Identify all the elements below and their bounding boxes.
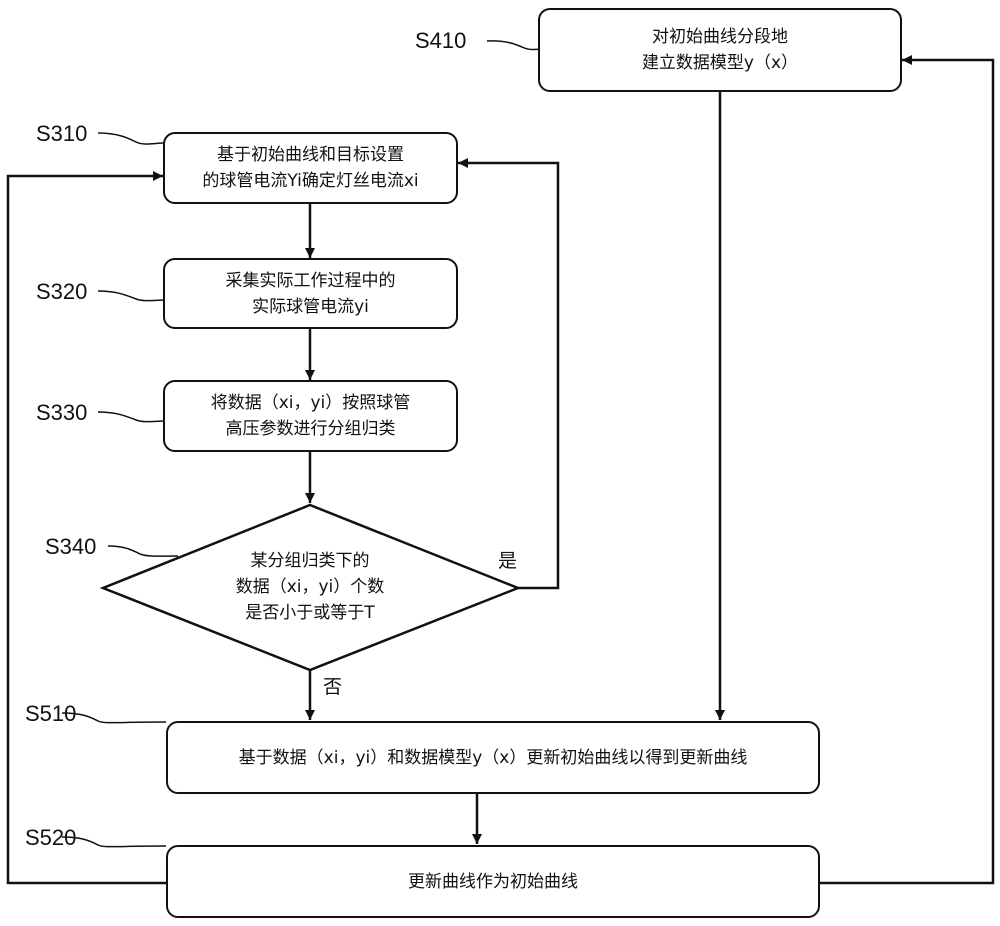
step-label-s330: S330 (36, 400, 88, 425)
s510-line-1: 基于数据（xi，yi）和数据模型y（x）更新初始曲线以得到更新曲线 (238, 747, 748, 768)
leader-s330 (97, 411, 165, 423)
step-label-s340: S340 (45, 534, 97, 559)
process-box-s310: 基于初始曲线和目标设置 的球管电流Yi确定灯丝电流xi (163, 132, 458, 204)
s310-line-2: 的球管电流Yi确定灯丝电流xi (202, 171, 419, 191)
process-box-s520: 更新曲线作为初始曲线 (166, 845, 820, 918)
leader-s510 (61, 712, 167, 724)
decision-no-label: 否 (323, 676, 343, 698)
arrow-s520-to-s410 (820, 55, 995, 885)
leader-s410 (486, 40, 541, 51)
leader-s340 (107, 545, 179, 557)
arrow-s520-to-s310 (6, 171, 166, 885)
s310-line-1: 基于初始曲线和目标设置 (217, 145, 404, 165)
decision-yes-label: 是 (498, 550, 518, 572)
s320-line-2: 实际球管电流yi (252, 296, 369, 317)
decision-diamond-s340 (99, 503, 522, 672)
step-label-s520: S520 (25, 825, 77, 850)
process-box-s410: 对初始曲线分段地 建立数据模型y（x） (538, 8, 902, 92)
leader-s320 (97, 290, 165, 302)
s520-line-1: 更新曲线作为初始曲线 (408, 871, 578, 892)
s410-line-1: 对初始曲线分段地 (652, 27, 788, 47)
s330-line-1: 将数据（xi，yi）按照球管 (210, 393, 411, 413)
step-label-s510: S510 (25, 701, 77, 726)
s410-line-2: 建立数据模型y（x） (641, 53, 799, 73)
step-label-s410: S410 (415, 28, 467, 53)
leader-s520 (61, 836, 167, 848)
s340-line-1: 某分组归类下的 (250, 551, 370, 571)
s340-line-2: 数据（xi，yi）个数 (235, 577, 385, 597)
step-label-s320: S320 (36, 279, 88, 304)
decision-text-s340: 某分组归类下的 数据（xi，yi）个数 是否小于或等于T (190, 548, 430, 626)
process-box-s510: 基于数据（xi，yi）和数据模型y（x）更新初始曲线以得到更新曲线 (166, 721, 820, 794)
s320-line-1: 采集实际工作过程中的 (225, 270, 396, 291)
leader-s310 (97, 132, 165, 145)
step-label-s310: S310 (36, 121, 88, 146)
process-box-s330: 将数据（xi，yi）按照球管 高压参数进行分组归类 (163, 380, 458, 452)
arrow-s340-yes-to-s310 (458, 158, 560, 590)
s340-line-3: 是否小于或等于T (245, 603, 375, 623)
process-box-s320: 采集实际工作过程中的 实际球管电流yi (163, 258, 458, 329)
s330-line-2: 高压参数进行分组归类 (225, 419, 396, 439)
